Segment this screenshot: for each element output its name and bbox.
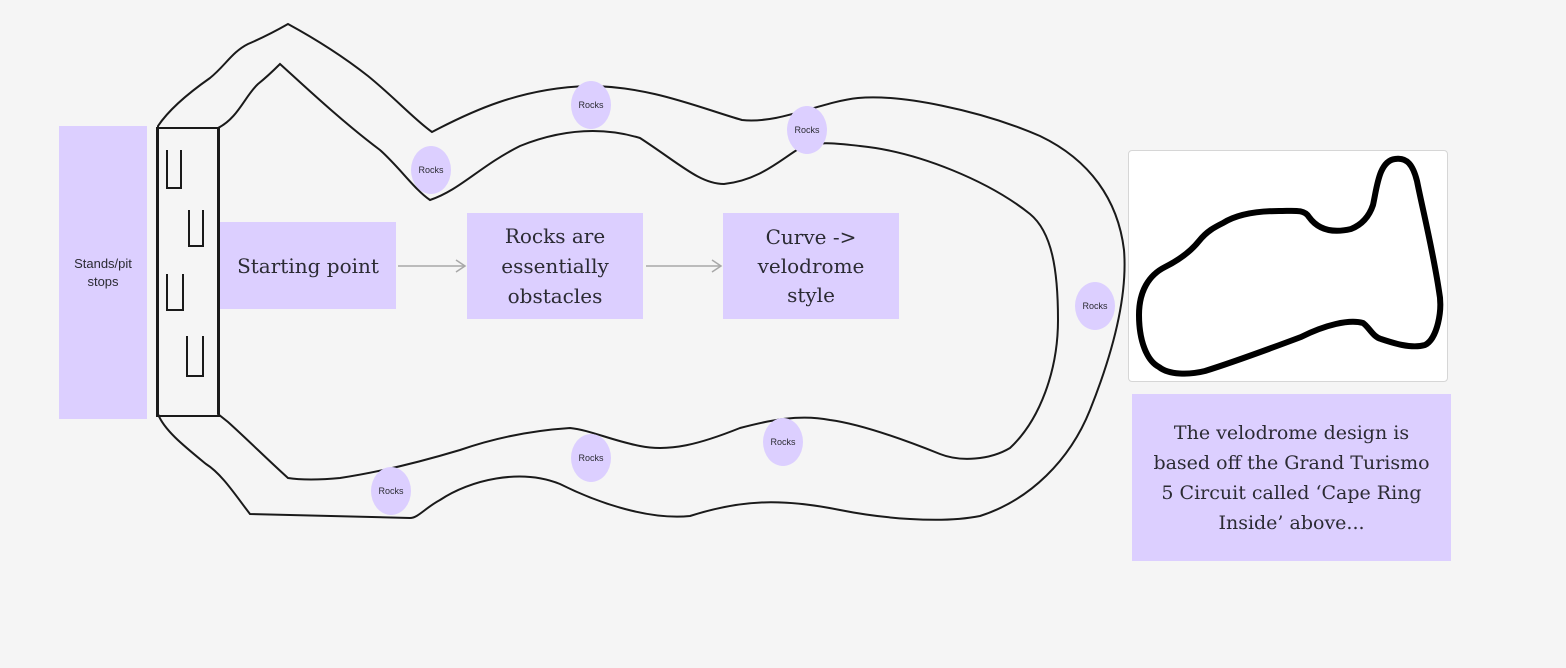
pit-bay-1 <box>166 150 182 189</box>
rock-marker[interactable]: Rocks <box>763 418 803 466</box>
pit-lane <box>156 127 220 417</box>
starting-point-text: Starting point <box>237 253 379 278</box>
arrow-start-to-rocks <box>398 259 467 273</box>
rock-marker[interactable]: Rocks <box>1075 282 1115 330</box>
curve-velodrome-note[interactable]: Curve -> velodrome style <box>723 213 899 319</box>
rock-label: Rocks <box>418 165 444 175</box>
rock-marker[interactable]: Rocks <box>411 146 451 194</box>
arrow-rocks-to-curve <box>646 259 723 273</box>
cape-ring-inside-track-outline-icon <box>1136 155 1444 377</box>
rocks-obstacles-text: Rocks are essentially obstacles <box>501 224 609 308</box>
track-inner-edge <box>217 62 1060 481</box>
stands-pit-stops-note[interactable]: Stands/pit stops <box>59 126 147 419</box>
rock-label: Rocks <box>794 125 820 135</box>
rock-label: Rocks <box>578 100 604 110</box>
rocks-obstacles-note[interactable]: Rocks are essentially obstacles <box>467 213 643 319</box>
stands-pit-stops-text: Stands/pit stops <box>74 255 132 289</box>
rock-marker[interactable]: Rocks <box>787 106 827 154</box>
rock-marker[interactable]: Rocks <box>371 467 411 515</box>
rock-marker[interactable]: Rocks <box>571 434 611 482</box>
curve-velodrome-text: Curve -> velodrome style <box>757 224 865 307</box>
rock-label: Rocks <box>770 437 796 447</box>
rock-marker[interactable]: Rocks <box>571 81 611 129</box>
pit-bay-2 <box>188 210 204 247</box>
reference-explanation-note[interactable]: The velodrome design is based off the Gr… <box>1132 394 1451 561</box>
rock-label: Rocks <box>1082 301 1108 311</box>
starting-point-note[interactable]: Starting point <box>220 222 396 309</box>
track-outer-edge <box>157 22 1126 521</box>
rock-label: Rocks <box>378 486 404 496</box>
rock-label: Rocks <box>578 453 604 463</box>
pit-bay-4 <box>186 336 204 377</box>
reference-explanation-text: The velodrome design is based off the Gr… <box>1153 421 1430 534</box>
pit-bay-3 <box>166 274 184 311</box>
reference-track-image[interactable] <box>1128 150 1448 382</box>
